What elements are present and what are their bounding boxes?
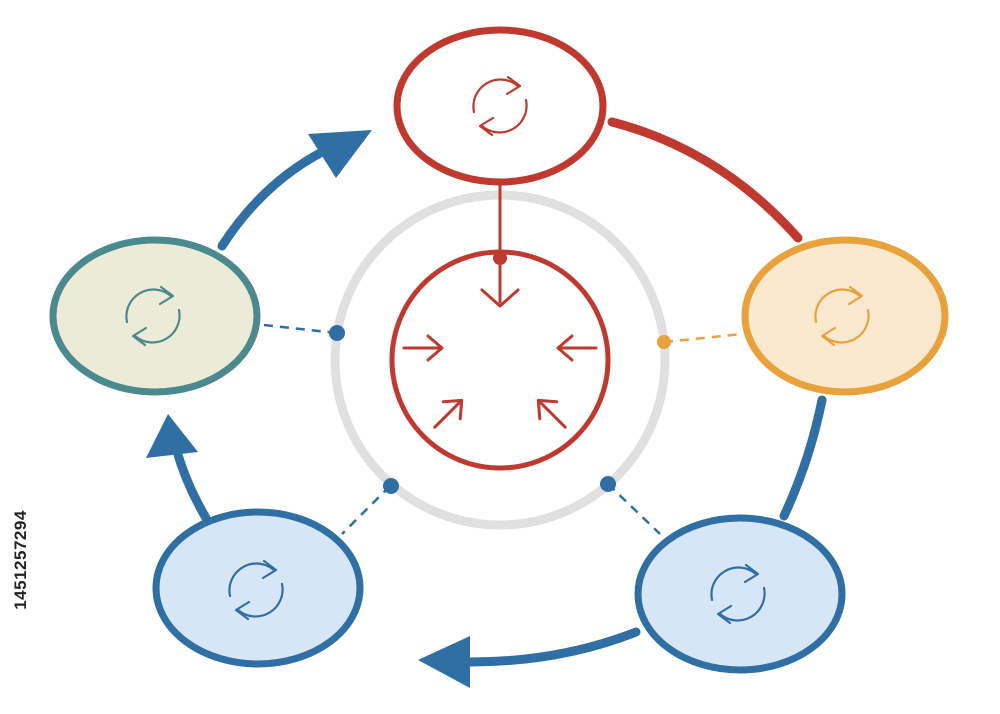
node-top <box>393 26 607 186</box>
connector-bottom-right <box>607 483 661 535</box>
center-top-dot <box>493 251 507 265</box>
arrowhead-left <box>146 414 198 458</box>
connector-bottom-left-dot <box>383 478 399 494</box>
center-node <box>389 249 611 471</box>
connector-left-dot <box>329 325 345 341</box>
arc-bottom-left-to-left <box>171 443 211 523</box>
arc-bottom-right-to-bottom-left <box>465 627 641 667</box>
connector-right-dot <box>657 335 671 349</box>
stock-id-watermark: 1451257294 <box>6 470 36 650</box>
arc-top-to-right <box>607 117 803 243</box>
connector-right <box>663 332 743 344</box>
node-bottom-right <box>634 514 846 674</box>
connector-bottom-right-dot <box>600 476 616 492</box>
node-left <box>49 236 261 396</box>
arrowhead-top-left <box>308 130 372 178</box>
arc-right-to-bottom-right <box>779 395 827 521</box>
connector-bottom-left <box>341 485 391 535</box>
node-bottom-left <box>152 508 364 668</box>
arc-left-to-top <box>217 147 327 251</box>
connector-left <box>263 323 337 335</box>
arrowhead-bottom <box>418 636 470 688</box>
converging-arrows-icon <box>402 260 598 438</box>
stock-id-text: 1451257294 <box>11 510 30 610</box>
node-right <box>741 236 949 396</box>
